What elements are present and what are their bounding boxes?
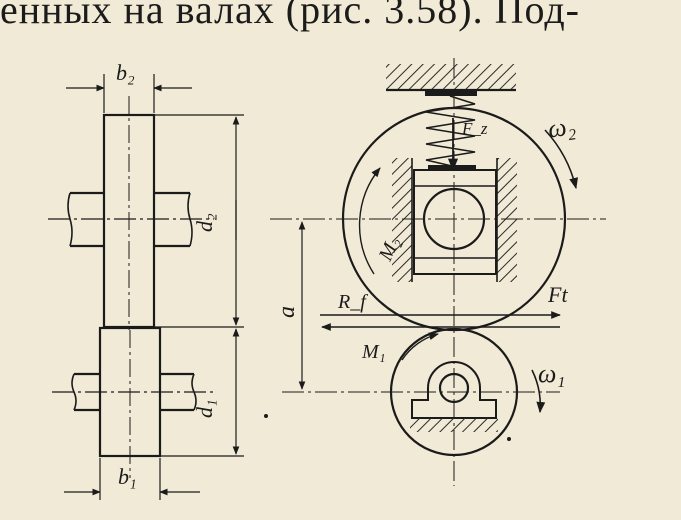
label-fz: F_z xyxy=(461,119,488,138)
omega2-arrow xyxy=(544,129,579,190)
omega1-arrow xyxy=(531,369,546,414)
m2-arrow xyxy=(358,167,381,275)
label-b1: b₁ xyxy=(118,464,137,489)
side-view xyxy=(48,74,244,500)
right-guide xyxy=(497,158,517,282)
label-ft: Ft xyxy=(547,282,568,307)
label-b2: b₂ xyxy=(116,60,135,85)
left-guide xyxy=(392,158,412,282)
top-support-hatch xyxy=(386,64,516,90)
label-omega1: ω₁ xyxy=(538,359,565,388)
body-text-line: енных на валах (рис. 3.58). Под- xyxy=(0,0,580,32)
label-d2: d₂ xyxy=(192,213,217,232)
label-a: a xyxy=(274,306,300,318)
m1-arrow xyxy=(401,332,439,361)
bearing-housing xyxy=(411,361,497,419)
label-omega2: ω₂ xyxy=(546,111,577,144)
front-view xyxy=(270,58,606,486)
stray-dot-2 xyxy=(507,437,511,441)
label-rf: R_f xyxy=(337,291,368,313)
stray-dot xyxy=(264,414,268,418)
label-d1: d₁ xyxy=(192,399,217,418)
label-m1: M₁ xyxy=(361,341,386,363)
